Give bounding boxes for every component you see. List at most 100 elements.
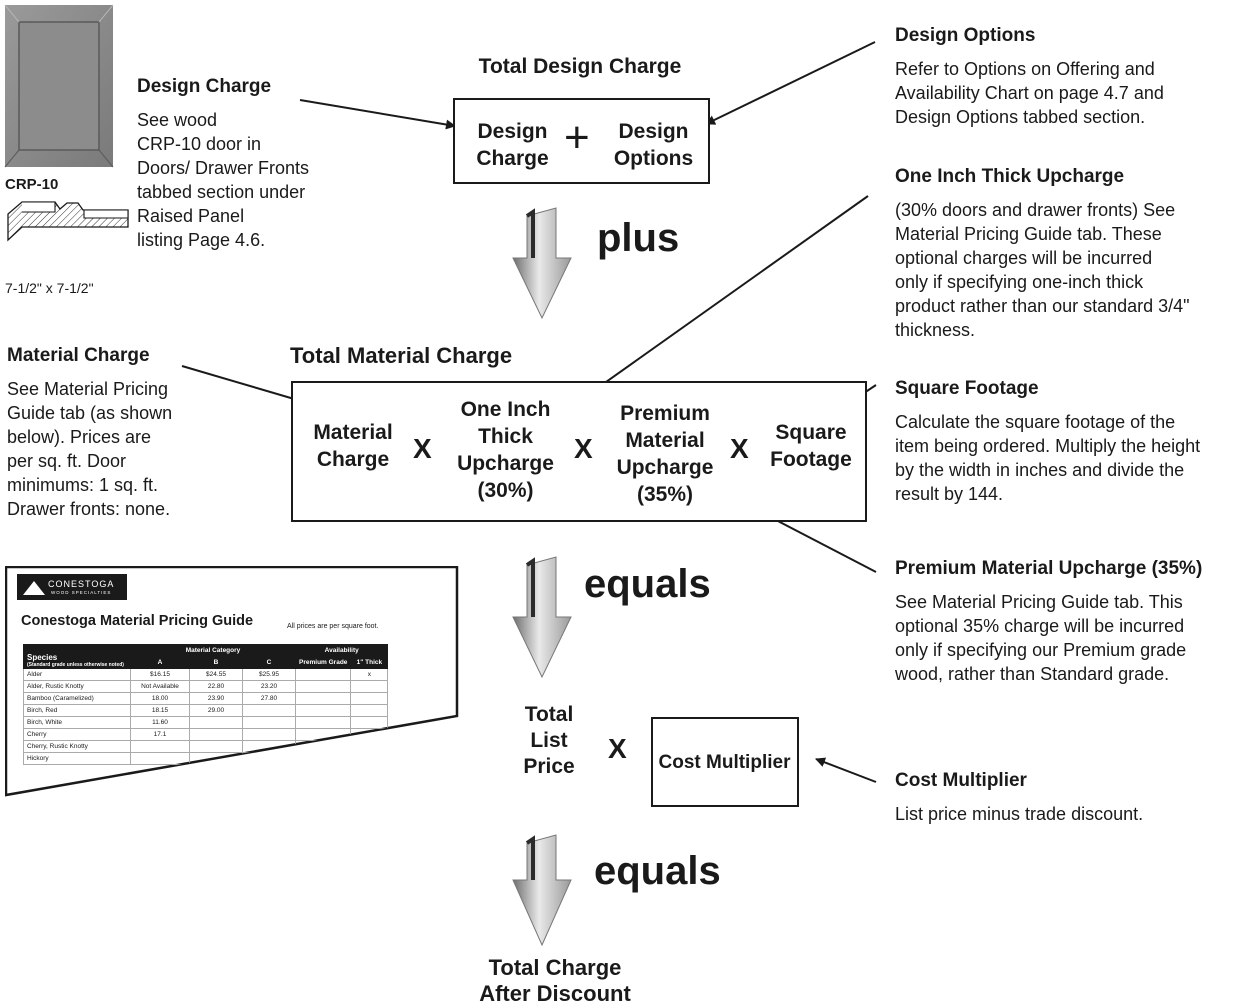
one-inch-line: only if specifying one-inch thick [895, 272, 1144, 292]
guide-value-cell [130, 740, 190, 753]
square-footage-line: Calculate the square footage of the [895, 412, 1176, 432]
one-inch-line: optional charges will be incurred [895, 248, 1153, 268]
square-footage-line: by the width in inches and divide the [895, 460, 1185, 480]
guide-title: Conestoga Material Pricing Guide [21, 613, 254, 629]
times-sign: X [608, 733, 627, 764]
premium-note: Premium Material Upcharge (35%) See Mate… [895, 558, 1260, 686]
material-formula-box: Material Charge X One Inch Thick Upcharg… [291, 381, 867, 522]
guide-value-cell [294, 704, 352, 717]
one-inch-line: (30% doors and drawer fronts) See [895, 200, 1176, 220]
times-sign: X [413, 433, 432, 464]
door-code: CRP-10 [5, 176, 59, 193]
guide-note: All prices are per square foot. [287, 623, 379, 630]
total-charge-after-discount: Total Charge After Discount [479, 955, 631, 1006]
step-plus-label: plus [597, 216, 680, 260]
guide-value-cell: Not Available [130, 680, 190, 693]
square-footage-line: item being ordered. Multiply the height [895, 436, 1201, 456]
design-options-note: Design Options Refer to Options on Offer… [895, 25, 1255, 129]
total-material-title: Total Material Charge [290, 343, 513, 368]
design-formula-box: Design Charge + Design Options [453, 98, 710, 184]
guide-species-cell: Bamboo (Caramelized) [23, 692, 131, 705]
design-charge-line: See wood [137, 110, 218, 130]
design-options-line: Refer to Options on Offering and [895, 59, 1155, 79]
down-arrow-equals-1 [512, 556, 572, 679]
premium-line: optional 35% charge will be incurred [895, 616, 1185, 636]
guide-logo: CONESTOGA WOOD SPECIALTIES [17, 574, 127, 600]
guide-value-cell [242, 704, 296, 717]
guide-value-cell: 22.80 [189, 680, 243, 693]
guide-value-cell: 29.00 [189, 704, 243, 717]
term-premium-upcharge: Premium Material Upcharge (35%) [616, 402, 714, 506]
times-sign: X [574, 433, 593, 464]
cost-multiplier-box-label: Cost Multiplier [658, 752, 791, 773]
premium-line: only if specifying our Premium grade [895, 640, 1187, 660]
design-options-heading: Design Options [895, 25, 1036, 46]
guide-value-cell: 23.90 [189, 692, 243, 705]
pricing-guide-thumbnail: CONESTOGA WOOD SPECIALTIES Conestoga Mat… [5, 566, 459, 810]
guide-value-cell [294, 668, 352, 681]
down-arrow-plus [512, 207, 572, 320]
design-charge-line: Doors/ Drawer Fronts [137, 158, 310, 178]
one-inch-note: One Inch Thick Upcharge (30% doors and d… [895, 166, 1255, 342]
guide-value-cell: x [350, 668, 389, 681]
material-charge-line: Guide tab (as shown [7, 403, 173, 423]
design-charge-line: listing Page 4.6. [137, 230, 266, 250]
guide-value-cell: 18.00 [130, 692, 190, 705]
one-inch-line: Material Pricing Guide tab. These [895, 224, 1162, 244]
square-footage-note: Square Footage Calculate the square foot… [895, 378, 1260, 506]
square-footage-heading: Square Footage [895, 378, 1039, 399]
guide-value-cell: $24.55 [189, 668, 243, 681]
design-charge-note: Design Charge See wood CRP-10 door in Do… [137, 76, 357, 252]
design-options-line: Availability Chart on page 4.7 and [895, 83, 1164, 103]
design-charge-heading: Design Charge [137, 76, 272, 97]
design-charge-line: tabbed section under [137, 182, 306, 202]
one-inch-line: thickness. [895, 320, 976, 340]
one-inch-heading: One Inch Thick Upcharge [895, 166, 1125, 187]
material-charge-line: Drawer fronts: none. [7, 499, 171, 519]
total-design-title: Total Design Charge [478, 55, 682, 78]
guide-value-cell: 23.20 [242, 680, 296, 693]
material-charge-line: below). Prices are [7, 427, 152, 447]
guide-value-cell [294, 716, 352, 729]
design-charge-line: Raised Panel [137, 206, 245, 226]
guide-value-cell [294, 692, 352, 705]
guide-species-cell: Hickory [23, 752, 131, 765]
guide-value-cell [350, 692, 389, 705]
guide-value-cell: 27.80 [242, 692, 296, 705]
material-charge-heading: Material Charge [7, 345, 150, 366]
step-equals-label: equals [584, 562, 711, 606]
down-arrow-equals-2 [512, 834, 572, 947]
guide-species-cell: Birch, Red [23, 704, 131, 717]
cost-multiplier-text: List price minus trade discount. [895, 804, 1144, 824]
guide-species-cell: Cherry, Rustic Knotty [23, 740, 131, 753]
door-image [4, 4, 114, 168]
term-design-charge: Design Charge [476, 120, 549, 170]
cost-multiplier-note: Cost Multiplier List price minus trade d… [895, 770, 1255, 826]
guide-value-cell [242, 716, 296, 729]
guide-value-cell [350, 680, 389, 693]
cost-multiplier-heading: Cost Multiplier [895, 770, 1027, 791]
guide-value-cell [189, 728, 243, 741]
material-charge-line: See Material Pricing [7, 379, 169, 399]
term-material-charge: Material Charge [313, 421, 393, 471]
guide-species-cell: Alder [23, 668, 131, 681]
material-charge-line: minimums: 1 sq. ft. [7, 475, 159, 495]
term-design-options: Design Options [613, 120, 694, 170]
guide-value-cell [350, 704, 389, 717]
premium-line: See Material Pricing Guide tab. This [895, 592, 1183, 612]
term-square-footage: Square Footage [770, 421, 852, 471]
times-sign: X [730, 433, 749, 464]
total-list-price: Total List Price [523, 703, 575, 778]
premium-line: wood, rather than Standard grade. [895, 664, 1170, 684]
design-charge-line: CRP-10 door in [137, 134, 262, 154]
door-profile-drawing [7, 201, 129, 242]
square-footage-line: result by 144. [895, 484, 1004, 504]
guide-value-cell: $16.15 [130, 668, 190, 681]
material-charge-note: Material Charge See Material Pricing Gui… [7, 345, 237, 521]
door-size: 7-1/2" x 7-1/2" [5, 280, 94, 296]
